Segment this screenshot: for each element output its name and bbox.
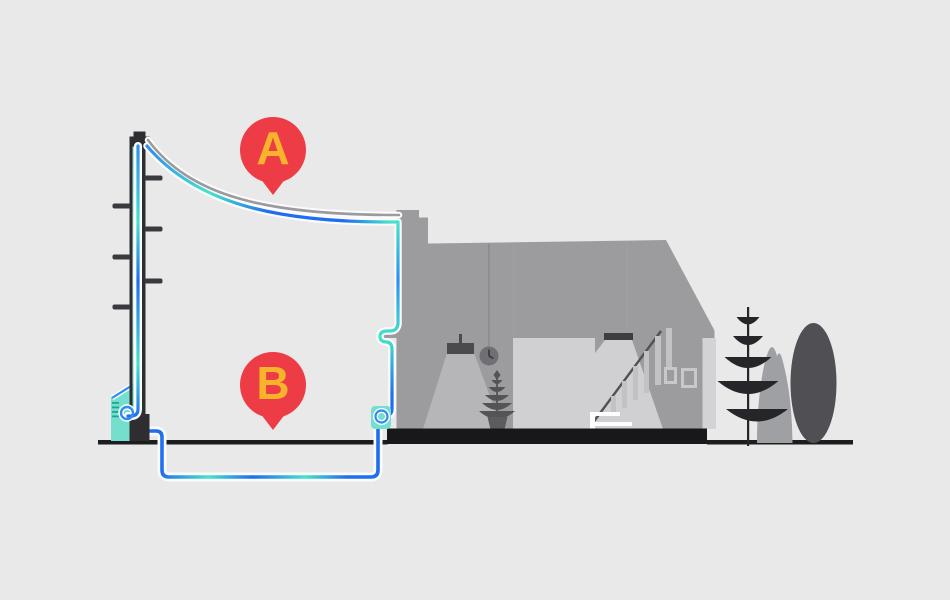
house: [379, 210, 716, 430]
wall-clock: [479, 244, 499, 366]
ground: [98, 428, 853, 445]
left-lamp-beam: [423, 353, 502, 429]
potted-plant: [479, 370, 515, 430]
right-lamp-beam: [537, 340, 663, 429]
tiered-tree: [717, 307, 788, 446]
service-cable-wall-drop: [378, 220, 400, 418]
garden: [717, 307, 837, 446]
clock-wire: [488, 244, 490, 347]
pole-pegs: [112, 175, 163, 310]
stair-railing: [591, 330, 662, 425]
pole-left-rail: [129, 146, 133, 414]
stair-steps: [590, 412, 632, 429]
window: [681, 368, 697, 388]
marker-a-overhead-connection[interactable]: A: [240, 117, 306, 183]
pole-base: [129, 414, 150, 441]
marker-a-label: A: [256, 122, 290, 174]
utility-pole: [110, 131, 163, 441]
pole-cap-top: [133, 131, 146, 138]
right-exterior-wall: [702, 338, 716, 429]
plant-pot: [487, 417, 508, 430]
ground-line-left: [98, 440, 388, 445]
pole-drop-cable: [118, 142, 142, 422]
house-foundation: [387, 428, 707, 444]
service-cable-sag: [145, 144, 400, 224]
underground-cable: [144, 419, 383, 482]
staircase: [590, 328, 672, 429]
marker-b-label: B: [256, 357, 290, 409]
marker-b-underground-connection[interactable]: B: [240, 352, 306, 418]
pendant-lamp: [447, 334, 474, 354]
overhead-cables: [143, 136, 403, 420]
ceiling-lamp: [604, 333, 633, 340]
chimney: [396, 210, 428, 246]
catenary-wire: [146, 138, 401, 217]
pole-cap: [129, 136, 150, 147]
oval-tree: [790, 323, 837, 443]
pole-right-rail: [139, 146, 146, 414]
roof: [379, 240, 715, 338]
window: [664, 367, 677, 384]
house-service-connector: [371, 406, 391, 429]
